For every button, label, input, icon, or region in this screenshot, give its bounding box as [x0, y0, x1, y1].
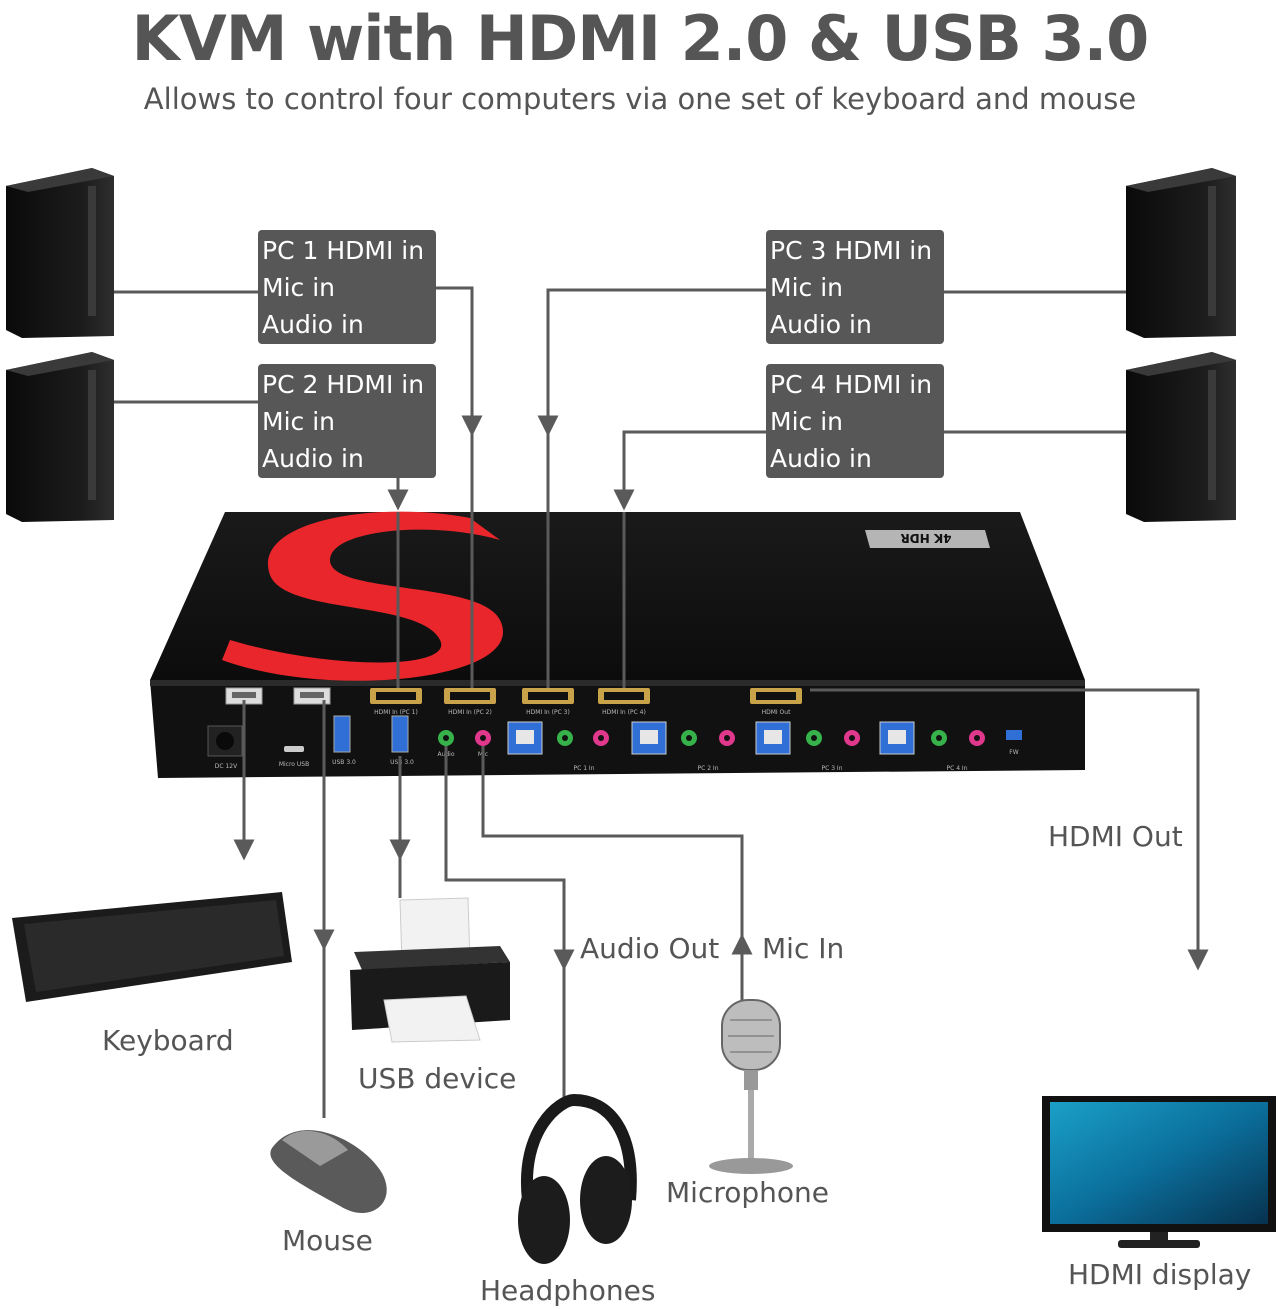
- pc3-hdmi-label: PC 3 HDMI in: [770, 236, 933, 265]
- hdmi-display-label: HDMI display: [1068, 1258, 1252, 1291]
- pc4-tower: [1126, 352, 1236, 522]
- page-subtitle: Allows to control four computers via one…: [143, 82, 1137, 116]
- keyboard-label: Keyboard: [102, 1024, 234, 1057]
- svg-text:PC 4 In: PC 4 In: [946, 765, 967, 772]
- svg-text:PC 2 In: PC 2 In: [697, 765, 718, 772]
- pc2-tower: [6, 352, 114, 522]
- keyboard-icon: [12, 892, 292, 1002]
- headphones-icon: [518, 1093, 637, 1264]
- pc1-hdmi-label: PC 1 HDMI in: [262, 236, 425, 265]
- svg-text:USB 3.0: USB 3.0: [390, 759, 414, 766]
- pc1-audio-label: Audio in: [262, 310, 364, 339]
- hdmi-out-caption: HDMI Out: [1048, 820, 1183, 853]
- svg-text:HDMI Out: HDMI Out: [762, 709, 792, 716]
- svg-text:HDMI In (PC 4): HDMI In (PC 4): [602, 709, 646, 716]
- pc2-hdmi-label: PC 2 HDMI in: [262, 370, 425, 399]
- svg-text:FW: FW: [1009, 749, 1018, 756]
- pc3-tower: [1126, 168, 1236, 338]
- svg-text:HDMI In (PC 2): HDMI In (PC 2): [448, 709, 492, 716]
- svg-text:PC 3 In: PC 3 In: [821, 765, 842, 772]
- microphone-icon: [709, 999, 793, 1174]
- tv-icon: [1042, 1096, 1276, 1248]
- svg-text:PC 1 In: PC 1 In: [573, 765, 594, 772]
- mic-in-caption: Mic In: [762, 932, 845, 965]
- usb-device-label: USB device: [358, 1062, 517, 1095]
- svg-text:4K HDR: 4K HDR: [900, 531, 951, 545]
- svg-text:Micro USB: Micro USB: [279, 761, 309, 768]
- printer-icon: [350, 897, 510, 1043]
- pc4-mic-label: Mic in: [770, 407, 843, 436]
- microphone-label: Microphone: [666, 1176, 829, 1209]
- svg-text:HDMI In (PC 3): HDMI In (PC 3): [526, 709, 570, 716]
- pc2-label-box: PC 2 HDMI in Mic in Audio in: [258, 364, 436, 478]
- svg-text:USB 3.0: USB 3.0: [332, 759, 356, 766]
- pc4-hdmi-label: PC 4 HDMI in: [770, 370, 933, 399]
- svg-text:HDMI In (PC 1): HDMI In (PC 1): [374, 709, 418, 716]
- headphones-label: Headphones: [480, 1274, 656, 1307]
- connection-lines: [114, 286, 1209, 1118]
- logo-icon: [222, 511, 504, 681]
- svg-text:DC 12V: DC 12V: [215, 763, 238, 770]
- pc1-mic-label: Mic in: [262, 273, 335, 302]
- mouse-icon: [270, 1130, 387, 1214]
- pc4-audio-label: Audio in: [770, 444, 872, 473]
- mouse-label: Mouse: [282, 1224, 373, 1257]
- 4k-hdr-badge: 4K HDR: [865, 530, 990, 548]
- kvm-switch: 4K HDR HDMI In (PC 1) HDMI In (PC 2) HDM…: [150, 511, 1085, 778]
- pc1-label-box: PC 1 HDMI in Mic in Audio in: [258, 230, 436, 344]
- pc1-tower: [6, 168, 114, 338]
- page-title: KVM with HDMI 2.0 & USB 3.0: [131, 2, 1150, 75]
- pc2-audio-label: Audio in: [262, 444, 364, 473]
- pc4-label-box: PC 4 HDMI in Mic in Audio in: [766, 364, 944, 478]
- audio-out-caption: Audio Out: [580, 932, 720, 965]
- pc3-mic-label: Mic in: [770, 273, 843, 302]
- pc3-audio-label: Audio in: [770, 310, 872, 339]
- pc2-mic-label: Mic in: [262, 407, 335, 436]
- pc3-label-box: PC 3 HDMI in Mic in Audio in: [766, 230, 944, 344]
